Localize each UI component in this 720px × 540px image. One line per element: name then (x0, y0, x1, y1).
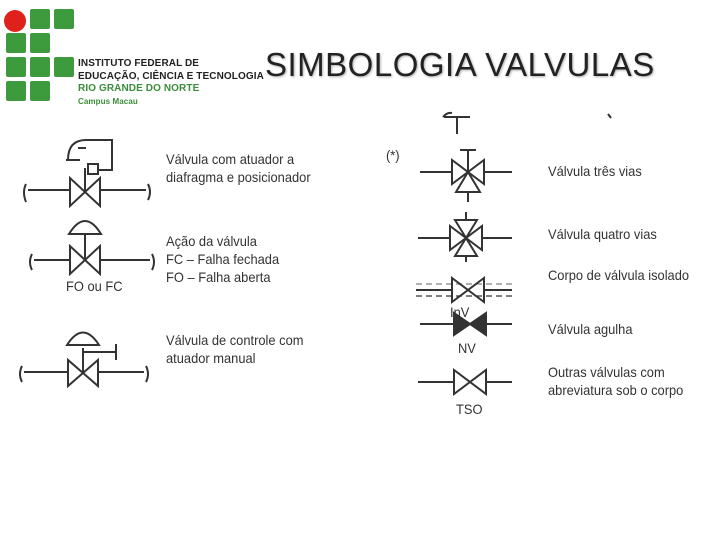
needle-tag: NV (458, 340, 476, 356)
manual-actuator-valve-symbol (19, 331, 149, 389)
slide-title: SIMBOLOGIA VALVULAS (265, 46, 655, 83)
asterisk-marker: (*) (386, 147, 400, 163)
logo-green-squares (6, 9, 74, 101)
three-way-valve-symbol (420, 149, 512, 202)
four-way-label: Válvula quatro vias (548, 226, 657, 242)
diaphragm-positioner-valve-symbol (23, 139, 151, 209)
three-way-label: Válvula três vias (548, 163, 642, 179)
label-line: atuador manual (166, 350, 256, 366)
institution-logo (4, 9, 74, 101)
insulated-valve-symbol (416, 276, 512, 304)
institution-line-1: INSTITUTO FEDERAL DE (78, 58, 200, 69)
institution-line-2: EDUCAÇÃO, CIÊNCIA E TECNOLOGIA (78, 70, 264, 82)
tso-tag: TSO (456, 401, 483, 417)
needle-valve-label: Válvula agulha (548, 321, 633, 337)
needle-valve-symbol (420, 311, 512, 337)
institution-campus: Campus Macau (78, 96, 138, 106)
diaphragm-positioner-label: Válvula com atuador a diafragma e posici… (166, 150, 311, 186)
abbreviated-valve-symbol (418, 368, 512, 396)
institution-line-3: RIO GRANDE DO NORTE (78, 83, 200, 94)
fo-fc-tag: FO ou FC (66, 278, 123, 294)
insulated-body-label: Corpo de válvula isolado (548, 267, 690, 283)
institution-name: INSTITUTO FEDERAL DE EDUCAÇÃO, CIÊNCIA E… (78, 58, 264, 108)
fail-action-valve-symbol (29, 220, 155, 277)
label-line: FC – Falha fechada (166, 251, 280, 267)
label-line: Válvula com atuador a (166, 151, 295, 167)
fail-action-label: Ação da válvula FC – Falha fechada FO – … (166, 232, 279, 286)
label-line: Ação da válvula (166, 233, 257, 249)
label-line: abreviatura sob o corpo (548, 382, 684, 398)
label-line: diafragma e posicionador (166, 169, 311, 185)
label-line: FO – Falha aberta (166, 269, 271, 285)
insulated-tag: InV (450, 304, 470, 320)
manual-actuator-label: Válvula de controle com atuador manual (166, 331, 303, 367)
label-line: Válvula de controle com (166, 332, 304, 348)
top-partial-symbol (442, 111, 612, 134)
label-line: Outras válvulas com (548, 364, 665, 380)
four-way-valve-symbol (418, 212, 512, 262)
logo-red-dot (4, 10, 26, 32)
other-valves-label: Outras válvulas com abreviatura sob o co… (548, 363, 683, 399)
